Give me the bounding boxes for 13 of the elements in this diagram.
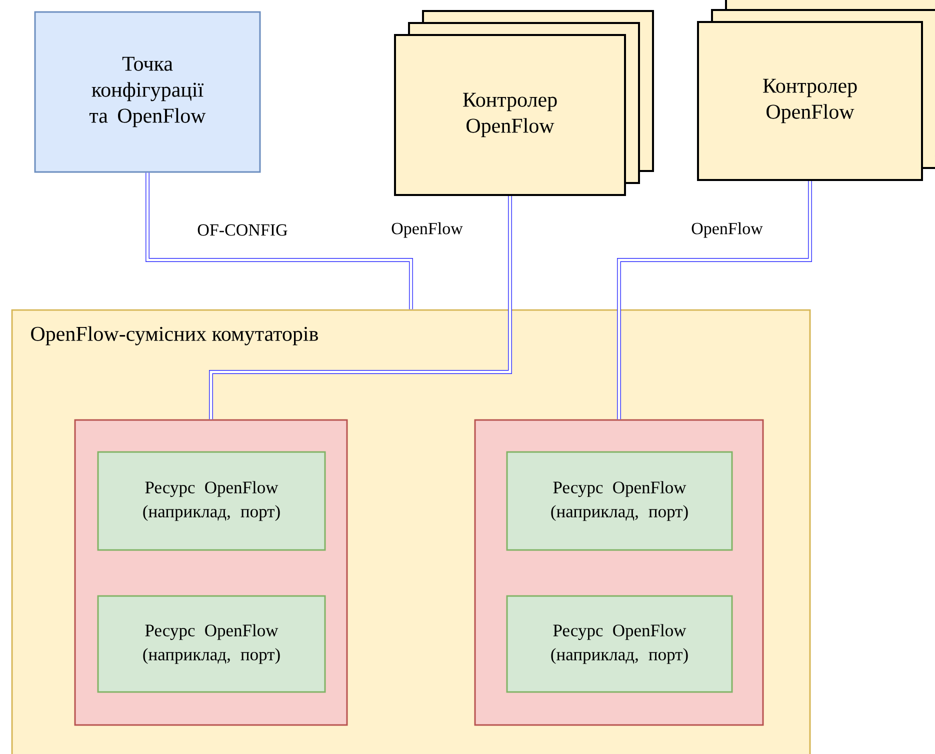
connector-line: [146, 172, 413, 310]
controller-box: Контролер OpenFlow: [697, 0, 935, 181]
resource-box: Ресурс OpenFlow (наприклад, порт): [97, 595, 326, 693]
connector-line: [617, 181, 812, 420]
controller-box: Контролер OpenFlow: [394, 10, 654, 196]
edge-label: OpenFlow: [390, 221, 464, 239]
edge-label: OpenFlow: [690, 221, 764, 239]
connector-line: [209, 196, 512, 420]
resource-box: Ресурс OpenFlow (наприклад, порт): [506, 451, 733, 551]
edge-label: OF-CONFIG: [196, 223, 289, 237]
resource-box: Ресурс OpenFlow (наприклад, порт): [506, 595, 733, 693]
config-box: Точка конфігурації та OpenFlow: [34, 11, 261, 173]
resource-box: Ресурс OpenFlow (наприклад, порт): [97, 451, 326, 551]
